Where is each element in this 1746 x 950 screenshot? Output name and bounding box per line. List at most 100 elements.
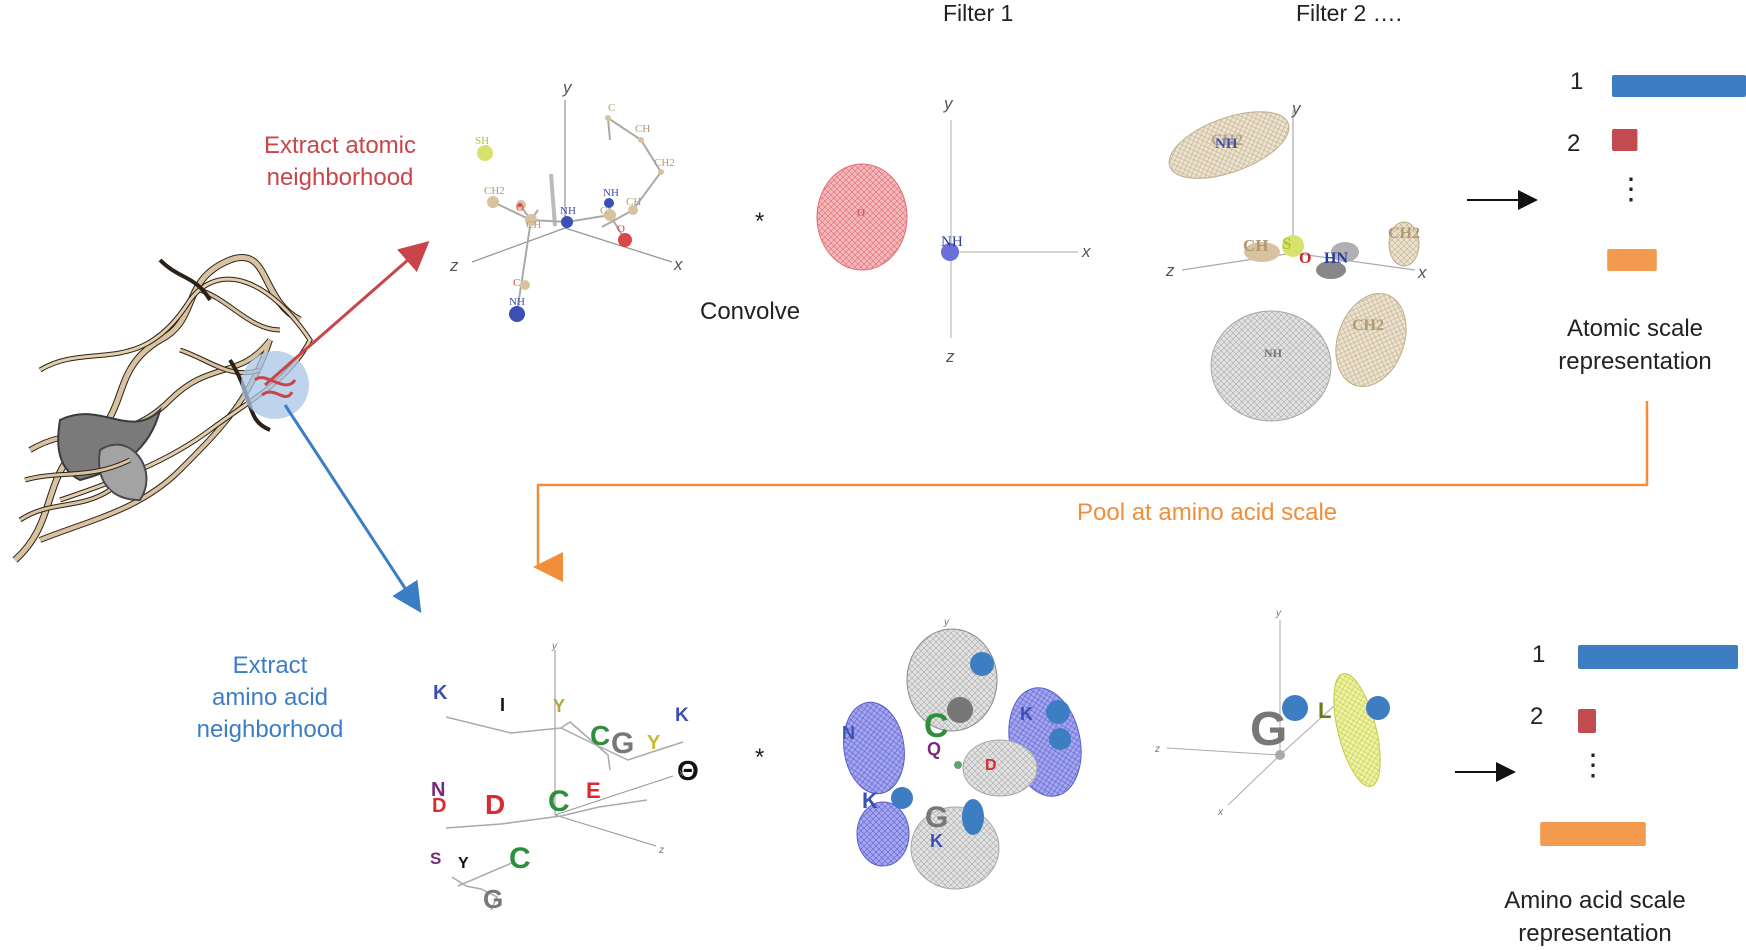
atom-label: CH — [635, 123, 650, 135]
neighborhood-sphere — [241, 351, 309, 419]
amino-repr-label: Amino acid scale representation — [1480, 884, 1710, 950]
residue-logo: C — [924, 707, 949, 745]
axis-label-y: y — [1291, 99, 1302, 118]
residue-logo: E — [586, 778, 601, 803]
axis-label-z: z — [449, 256, 459, 275]
residue-logo: L — [1318, 698, 1331, 723]
atom-label: O — [617, 223, 625, 235]
amino-neighborhood: K I Y C G Y K N D C E D S Y C G Θ y x z — [430, 641, 699, 914]
atom-label: NH — [603, 187, 619, 199]
amino-bar-label-2: 2 — [1530, 703, 1544, 730]
axis-label-y: y — [943, 94, 954, 113]
repr-bar — [1540, 822, 1646, 846]
residue-logo: I — [500, 695, 505, 715]
residue-logo: K — [1020, 704, 1033, 724]
atom-label: CH — [626, 196, 641, 208]
filter-2-header: Filter 2 …. — [1296, 0, 1403, 26]
residue-logo: G — [925, 801, 948, 834]
extract-atomic-arrow — [264, 241, 430, 387]
convolution-operator-amino: * — [755, 744, 765, 771]
residue-logo: K — [930, 831, 943, 851]
atomic-filter-1: O NH y x z — [816, 94, 1091, 366]
residue-logo: Y — [458, 855, 469, 872]
repr-bar — [1612, 75, 1746, 97]
filter-ellipsoid — [1388, 221, 1420, 267]
amino-filter-1: N K C Q K G K D y — [842, 617, 1082, 890]
atomic-bar-label-1: 1 — [1570, 68, 1584, 95]
filter-atom-label: NH — [1264, 346, 1283, 360]
atom-label: CH2 — [484, 185, 505, 197]
filter-ellipsoid — [1168, 111, 1290, 179]
atom-label: NH — [560, 205, 576, 217]
repr-bar — [1607, 249, 1657, 271]
atom-label: CH — [526, 219, 541, 231]
residue-logo: S — [430, 849, 441, 868]
extract-amino-line-2: amino acid — [211, 684, 329, 711]
residue-logo: G — [483, 884, 503, 914]
residue-logo: D — [985, 757, 997, 774]
residue-logo: Y — [553, 696, 565, 716]
filter-ellipsoid — [1210, 310, 1332, 422]
atomic-filter-2: CH2 NH CH S O HN CH2 NH CH2 y x z — [1165, 99, 1427, 422]
atom-label: NH — [509, 296, 525, 308]
filter-ellipsoid — [906, 628, 998, 732]
residue-logo: Y — [647, 732, 661, 754]
amino-vdots: ⋮ — [1578, 749, 1608, 782]
residue-logo: G — [611, 727, 634, 760]
axis-label-z: z — [1154, 744, 1160, 755]
extract-amino-arrow — [283, 404, 422, 614]
residue-logo: Q — [927, 739, 941, 759]
filter-ellipsoid — [816, 163, 908, 271]
filter-atom-label: CH2 — [1352, 317, 1384, 334]
axis-x — [564, 227, 673, 263]
svg-text:Θ: Θ — [677, 755, 699, 786]
filter-atom-label: CH2 — [1388, 225, 1420, 242]
filter-ellipsoid — [843, 701, 905, 795]
axis-label-z: z — [945, 347, 955, 366]
filter-ellipsoid — [856, 801, 910, 867]
filter-atom-label: HN — [1324, 250, 1348, 267]
residue-logo: C — [548, 785, 570, 818]
atomic-bar-label-2: 2 — [1567, 130, 1581, 157]
extract-amino-line-1: Extract — [232, 652, 308, 679]
protein-structure — [12, 254, 313, 563]
atom-label: C — [608, 102, 615, 114]
axis-label-x: x — [673, 255, 683, 274]
residue-logo: D — [485, 789, 505, 820]
extract-amino-line-3: neighborhood — [196, 716, 344, 743]
atomic-vdots: ⋮ — [1616, 173, 1646, 206]
axis-label-y: y — [551, 641, 558, 652]
residue-logo: K — [675, 705, 689, 726]
amino-repr-line-2: representation — [1518, 920, 1672, 947]
extract-atomic-label: Extract atomic neighborhood — [250, 130, 430, 194]
pool-arrow — [533, 401, 1649, 582]
filter-ellipsoid — [1333, 673, 1381, 787]
axis-label-y: y — [943, 617, 950, 628]
filter-atom-label: NH — [1215, 136, 1238, 152]
axis-label-x: x — [1417, 263, 1427, 282]
residue-logo: N — [842, 723, 855, 743]
residue-logo: G — [1250, 703, 1287, 756]
atomic-repr-bars — [1607, 75, 1746, 271]
atomic-repr-line-2: representation — [1558, 348, 1712, 375]
filter-ellipsoid — [1335, 293, 1407, 387]
axis-label-y: y — [1275, 608, 1282, 619]
axis-label-y: y — [562, 78, 573, 97]
filter-atom-label: CH2 — [1211, 132, 1243, 149]
repr-bar — [1578, 645, 1738, 669]
residue-logo: K — [862, 788, 878, 813]
axis-label-x: x — [1217, 807, 1224, 818]
filter-atom-label: NH — [941, 234, 963, 250]
residue-logo: D — [432, 795, 446, 817]
atom-label: C — [513, 277, 520, 289]
filter-ellipsoid — [962, 739, 1038, 797]
atomic-repr-label: Atomic scale representation — [1520, 312, 1746, 378]
filter-1-header: Filter 1 — [943, 0, 1014, 26]
filter-atom-label: CH — [1243, 236, 1269, 255]
atom-label: O — [516, 202, 524, 214]
residue-logo: C — [590, 720, 610, 751]
atom-label: SH — [475, 135, 489, 147]
filter-atom-label: O — [1299, 250, 1311, 267]
filter-atom-label: S — [1282, 234, 1291, 253]
repr-bar — [1578, 709, 1596, 733]
